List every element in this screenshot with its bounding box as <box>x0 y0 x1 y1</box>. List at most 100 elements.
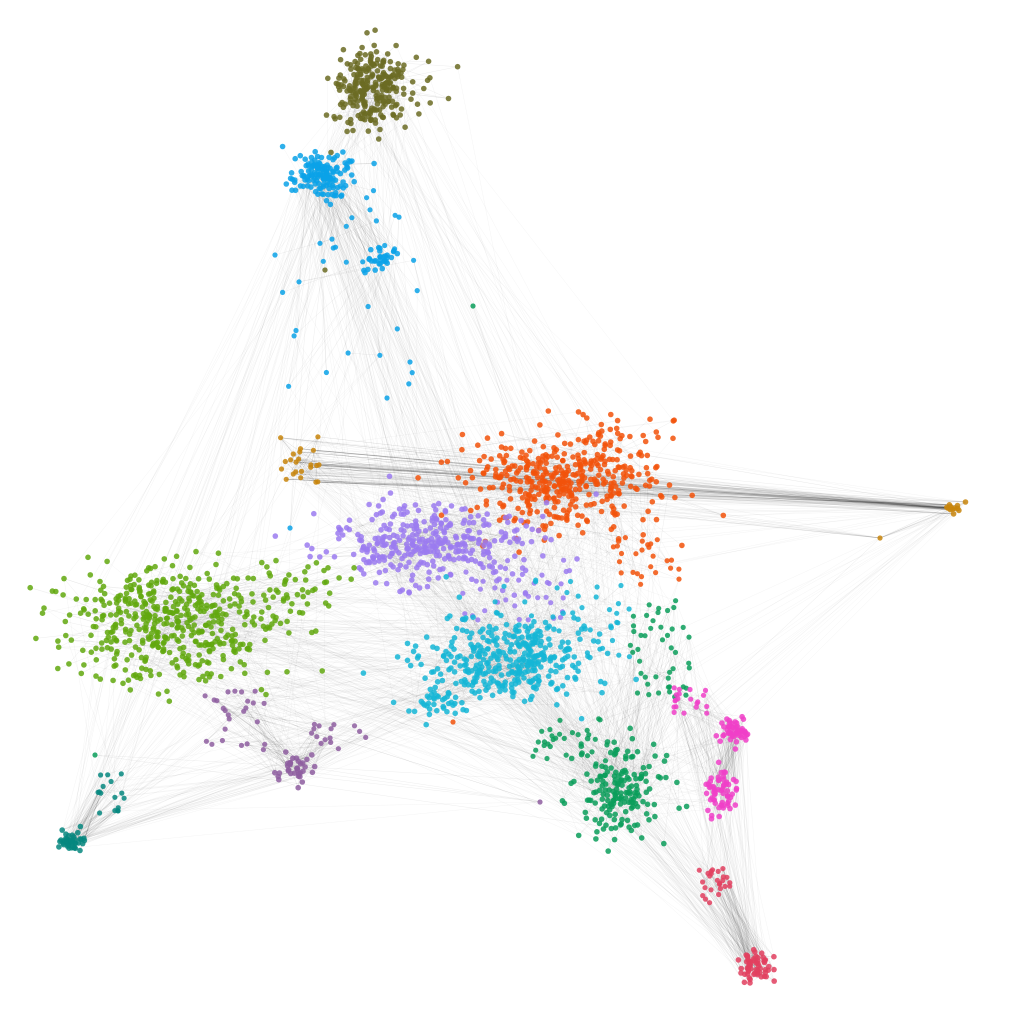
node-olive <box>393 88 400 95</box>
edge <box>130 630 152 634</box>
edge <box>298 731 360 774</box>
edge <box>367 68 540 468</box>
edge <box>530 475 599 683</box>
edge <box>214 641 262 690</box>
node-sky-blue <box>372 267 379 273</box>
edge <box>586 752 611 819</box>
edge <box>603 600 676 795</box>
edge <box>68 741 207 845</box>
node-orange-red <box>467 467 474 474</box>
edge <box>704 887 759 964</box>
node-olive <box>344 128 350 135</box>
node-olive <box>371 42 378 49</box>
edge <box>509 467 656 636</box>
node-orange-red <box>484 435 491 441</box>
edge <box>711 873 750 966</box>
edge <box>376 95 613 460</box>
edge <box>314 172 480 670</box>
edge <box>337 533 421 563</box>
edge <box>68 773 295 836</box>
edge <box>517 679 757 957</box>
node-orange-red <box>554 454 560 461</box>
edge <box>71 586 104 841</box>
edge <box>468 672 551 747</box>
edge <box>614 645 631 743</box>
edge <box>653 744 750 963</box>
edge <box>717 880 748 975</box>
edge <box>595 807 724 820</box>
node-sky-blue <box>365 303 371 310</box>
edge <box>323 570 326 740</box>
node-olive <box>325 75 331 82</box>
node-orange-red <box>531 438 538 444</box>
edge <box>217 255 388 616</box>
edge <box>70 758 297 842</box>
edge <box>286 176 305 622</box>
edge <box>507 522 622 574</box>
edge <box>384 74 579 412</box>
node-orange-red <box>659 494 665 500</box>
node-orange-red <box>655 434 661 441</box>
edge <box>361 540 567 756</box>
node-olive <box>387 58 394 65</box>
edge <box>400 114 602 432</box>
edge <box>313 450 569 492</box>
node-orange-red <box>541 487 548 493</box>
edge <box>332 172 398 329</box>
edge <box>620 798 715 801</box>
edge <box>511 671 616 781</box>
edge <box>590 469 614 792</box>
edge <box>386 90 504 518</box>
edge <box>575 498 638 752</box>
node-sky-blue <box>343 223 349 229</box>
edge <box>487 552 602 820</box>
node-olive <box>400 85 407 92</box>
node-sky-blue <box>327 201 334 208</box>
edge <box>327 182 369 307</box>
edge <box>186 614 610 810</box>
edge <box>729 886 754 959</box>
edge <box>63 570 325 842</box>
edge <box>705 690 775 982</box>
edge <box>718 807 757 970</box>
edge <box>280 437 662 498</box>
edge <box>297 639 494 771</box>
edge <box>730 731 749 961</box>
edge <box>442 480 582 681</box>
node-orange-red <box>561 451 568 457</box>
edge <box>220 619 529 677</box>
edge <box>528 506 588 739</box>
edge <box>247 743 304 772</box>
edge <box>216 700 286 753</box>
edge <box>588 501 966 801</box>
edge <box>586 417 608 742</box>
edge <box>301 471 947 508</box>
edge <box>545 622 596 740</box>
edge <box>332 159 488 552</box>
edge <box>223 708 301 764</box>
node-olive <box>386 74 393 81</box>
edge <box>300 477 954 515</box>
edge <box>397 217 400 254</box>
node-orange-red <box>602 458 608 465</box>
node-sky-blue <box>286 383 292 389</box>
edge <box>223 708 317 737</box>
edge <box>696 703 711 787</box>
edge <box>497 612 757 957</box>
edge <box>341 196 482 564</box>
edge <box>547 691 670 745</box>
edge <box>206 668 438 742</box>
edge <box>464 520 554 619</box>
edge <box>605 445 693 496</box>
edge <box>154 174 352 620</box>
edge <box>583 459 647 793</box>
edge <box>301 471 317 483</box>
edge <box>298 666 519 777</box>
edge <box>321 168 617 623</box>
edge <box>176 162 312 612</box>
edge <box>326 178 381 356</box>
node-olive <box>347 62 354 68</box>
edge <box>183 676 303 764</box>
edge <box>188 167 348 656</box>
node-sky-blue <box>280 289 286 295</box>
